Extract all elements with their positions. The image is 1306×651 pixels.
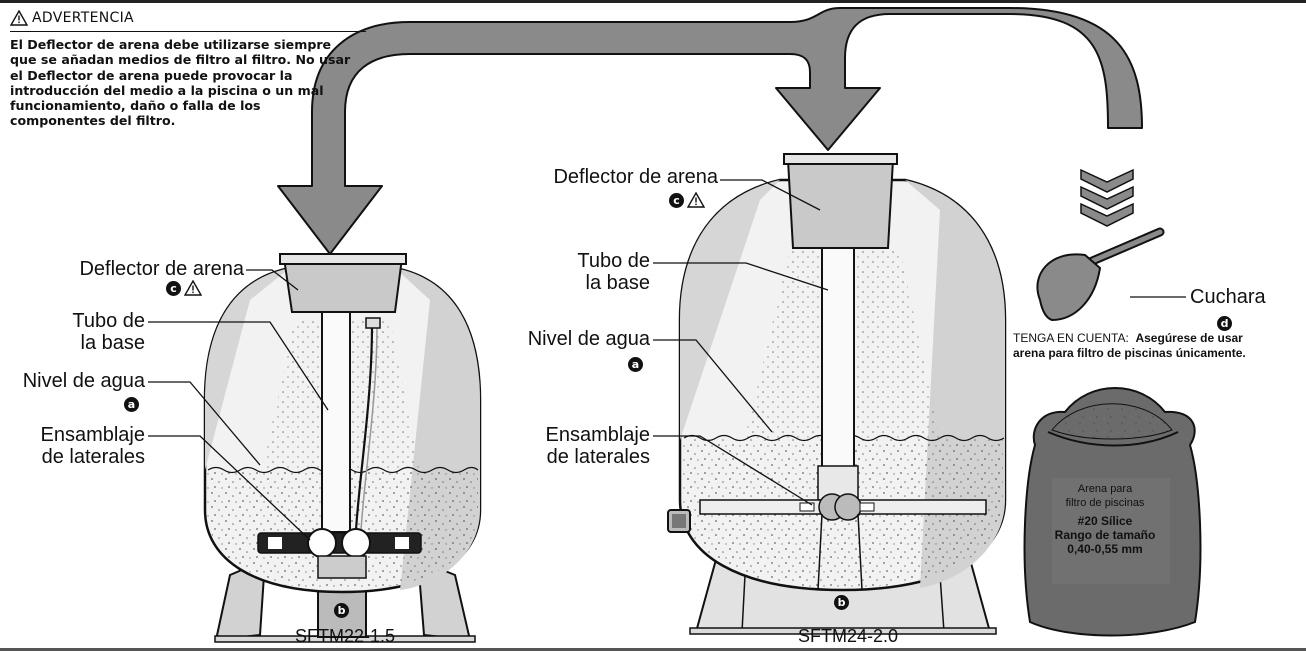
right-water-text: Nivel de agua (527, 328, 650, 350)
pour-arrow (277, 7, 1143, 255)
right-pipe-line2: la base (585, 272, 651, 294)
tank-right (667, 153, 1007, 635)
right-pipe-line1: Tubo de (577, 250, 650, 272)
bag-line4: Rango de tamaño (1054, 528, 1156, 542)
tank-left (203, 253, 482, 643)
right-model-label: SFTM24-2.0 (798, 626, 899, 646)
warning-title: ADVERTENCIA (32, 10, 134, 26)
right-deflector-text: Deflector de arena (553, 166, 718, 188)
left-pipe-line1: Tubo de (72, 310, 145, 332)
left-laterals-line2: de laterales (41, 446, 145, 468)
scoop-illustration (1036, 227, 1165, 322)
sand-bag-illustration (1023, 387, 1202, 637)
right-deflector-badge: c (669, 192, 684, 208)
bag-line1: Arena para (1077, 483, 1133, 495)
right-pipe-label: Tubo de la base (520, 250, 650, 294)
bag-line5: 0,40-0,55 mm (1067, 542, 1143, 556)
top-border (0, 0, 1306, 3)
warning-text: El Deflector de arena debe utilizarse si… (10, 37, 351, 129)
right-deflector-label: Deflector de arena (490, 166, 718, 188)
left-model-label: SFTM22-1.5 (295, 626, 396, 646)
scoop-badge-wrap: d (1217, 313, 1232, 332)
bag-line3: #20 Sílice (1077, 514, 1133, 528)
warning-heading: ADVERTENCIA (10, 10, 134, 26)
left-deflector-text: Deflector de arena (79, 258, 244, 280)
sand-note-line2: arena para filtro de piscinas únicamente… (1013, 346, 1246, 360)
sand-note-line1: TENGA EN CUENTA: Asegúrese de usar (1013, 331, 1246, 346)
left-deflector-markers: c (166, 280, 202, 296)
right-laterals-line1: Ensamblaje (545, 424, 650, 446)
right-water-badge: a (628, 357, 643, 372)
warning-rule (10, 31, 366, 32)
warning-triangle-icon (10, 10, 28, 26)
right-laterals-line2: de laterales (546, 446, 650, 468)
leader-lines (148, 179, 1186, 541)
left-water-label: Nivel de agua (6, 370, 145, 392)
right-base-badge-wrap: b (834, 592, 849, 611)
left-base-badge: b (334, 603, 349, 618)
scoop-badge: d (1217, 316, 1232, 331)
sand-note-prefix: TENGA EN CUENTA: (1013, 331, 1129, 345)
left-pipe-line2: la base (80, 332, 146, 354)
left-base-badge-wrap: b (334, 600, 349, 619)
right-water-label: Nivel de agua (480, 328, 650, 350)
scoop-label: Cuchara (1190, 286, 1266, 308)
right-deflector-warning-icon (687, 192, 705, 208)
flow-chevrons (1080, 168, 1134, 227)
left-deflector-label: Deflector de arena (16, 258, 244, 280)
right-base-badge: b (834, 595, 849, 610)
bottom-border (0, 648, 1306, 651)
left-laterals-label: Ensamblaje de laterales (6, 424, 145, 468)
right-deflector-markers: c (669, 192, 705, 208)
left-deflector-badge: c (166, 280, 181, 296)
right-laterals-label: Ensamblaje de laterales (500, 424, 650, 468)
sand-note-rest: Asegúrese de usar (1135, 331, 1243, 345)
sand-note: TENGA EN CUENTA: Asegúrese de usar arena… (1013, 331, 1246, 361)
left-deflector-warning-icon (184, 280, 202, 296)
bag-line2: filtro de piscinas (1065, 497, 1145, 509)
bag-label: Arena para filtro de piscinas #20 Sílice… (1040, 482, 1170, 556)
right-water-badge-wrap: a (628, 354, 643, 373)
left-water-badge-wrap: a (124, 394, 139, 413)
left-laterals-line1: Ensamblaje (40, 424, 145, 446)
left-water-text: Nivel de agua (22, 370, 145, 392)
left-water-badge: a (124, 397, 139, 412)
left-pipe-label: Tubo de la base (16, 310, 145, 354)
